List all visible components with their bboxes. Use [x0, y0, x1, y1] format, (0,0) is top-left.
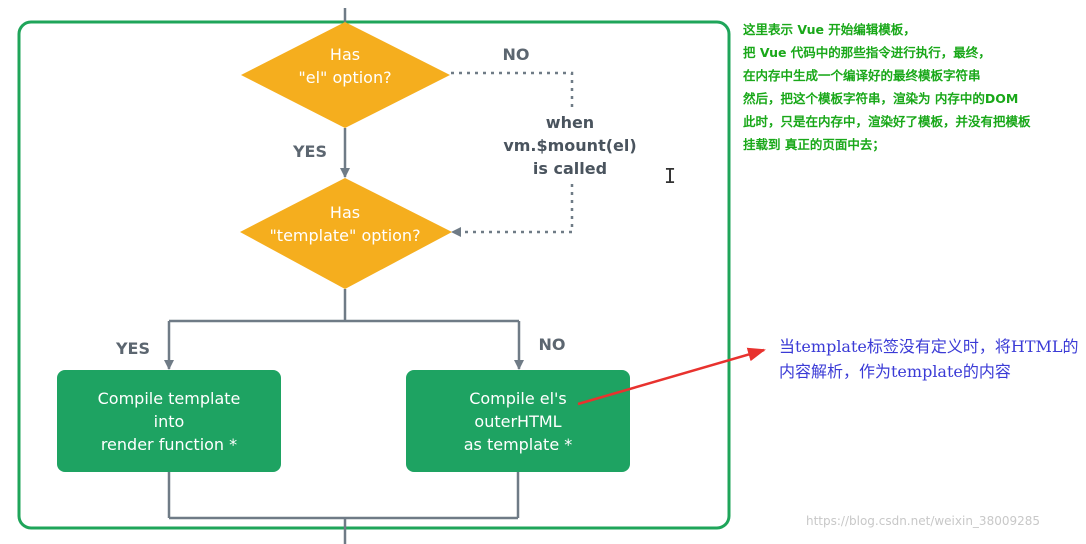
diagram-frame	[17, 20, 731, 530]
box-right-line3: as template *	[464, 435, 573, 454]
box-left-line1: Compile template	[98, 389, 241, 408]
annotation-green-note: 这里表示 Vue 开始编辑模板， 把 Vue 代码中的那些指令进行执行，最终， …	[743, 18, 1083, 156]
decision-el-line2: "el" option?	[298, 68, 391, 87]
decision-template-line2: "template" option?	[269, 226, 420, 245]
box-right-line1: Compile el's	[469, 389, 567, 408]
mount-note-bg	[500, 108, 644, 180]
red-annotation-arrow	[577, 347, 766, 406]
text-cursor-icon: I	[664, 164, 677, 188]
box-left-line3: render function *	[101, 435, 237, 454]
box-left-line2: into	[154, 412, 185, 431]
box-right-line2: outerHTML	[474, 412, 561, 431]
label-yes-mid: YES	[292, 142, 327, 161]
box-compile-template	[57, 370, 281, 472]
decision-el-line1: Has	[330, 45, 360, 64]
label-no-right: NO	[539, 335, 566, 354]
green-note-line: 在内存中生成一个编译好的最终模板字符串	[743, 68, 981, 83]
label-yes-left: YES	[115, 339, 150, 358]
green-note-line: 此时，只是在内存中，渲染好了模板，并没有把模板	[743, 114, 1031, 129]
box-compile-el	[406, 370, 630, 472]
mount-note-line3: is called	[533, 159, 607, 178]
green-note-line: 这里表示 Vue 开始编辑模板，	[743, 22, 916, 37]
green-note-line: 然后，把这个模板字符串，渲染为 内存中的DOM	[743, 91, 1019, 106]
green-note-line: 挂载到 真正的页面中去；	[743, 137, 885, 152]
decision-el-option	[241, 22, 450, 128]
mount-note-line1: when	[546, 113, 594, 132]
label-no-top: NO	[503, 45, 530, 64]
green-note-line: 把 Vue 代码中的那些指令进行执行，最终，	[743, 45, 991, 60]
annotation-blue-note: 当template标签没有定义时，将HTML的内容解析，作为template的内…	[779, 337, 1079, 381]
watermark: https://blog.csdn.net/weixin_38009285	[806, 514, 1041, 528]
decision-template-option	[240, 178, 452, 289]
mount-note-line2: vm.$mount(el)	[503, 136, 636, 155]
decision-template-line1: Has	[330, 203, 360, 222]
